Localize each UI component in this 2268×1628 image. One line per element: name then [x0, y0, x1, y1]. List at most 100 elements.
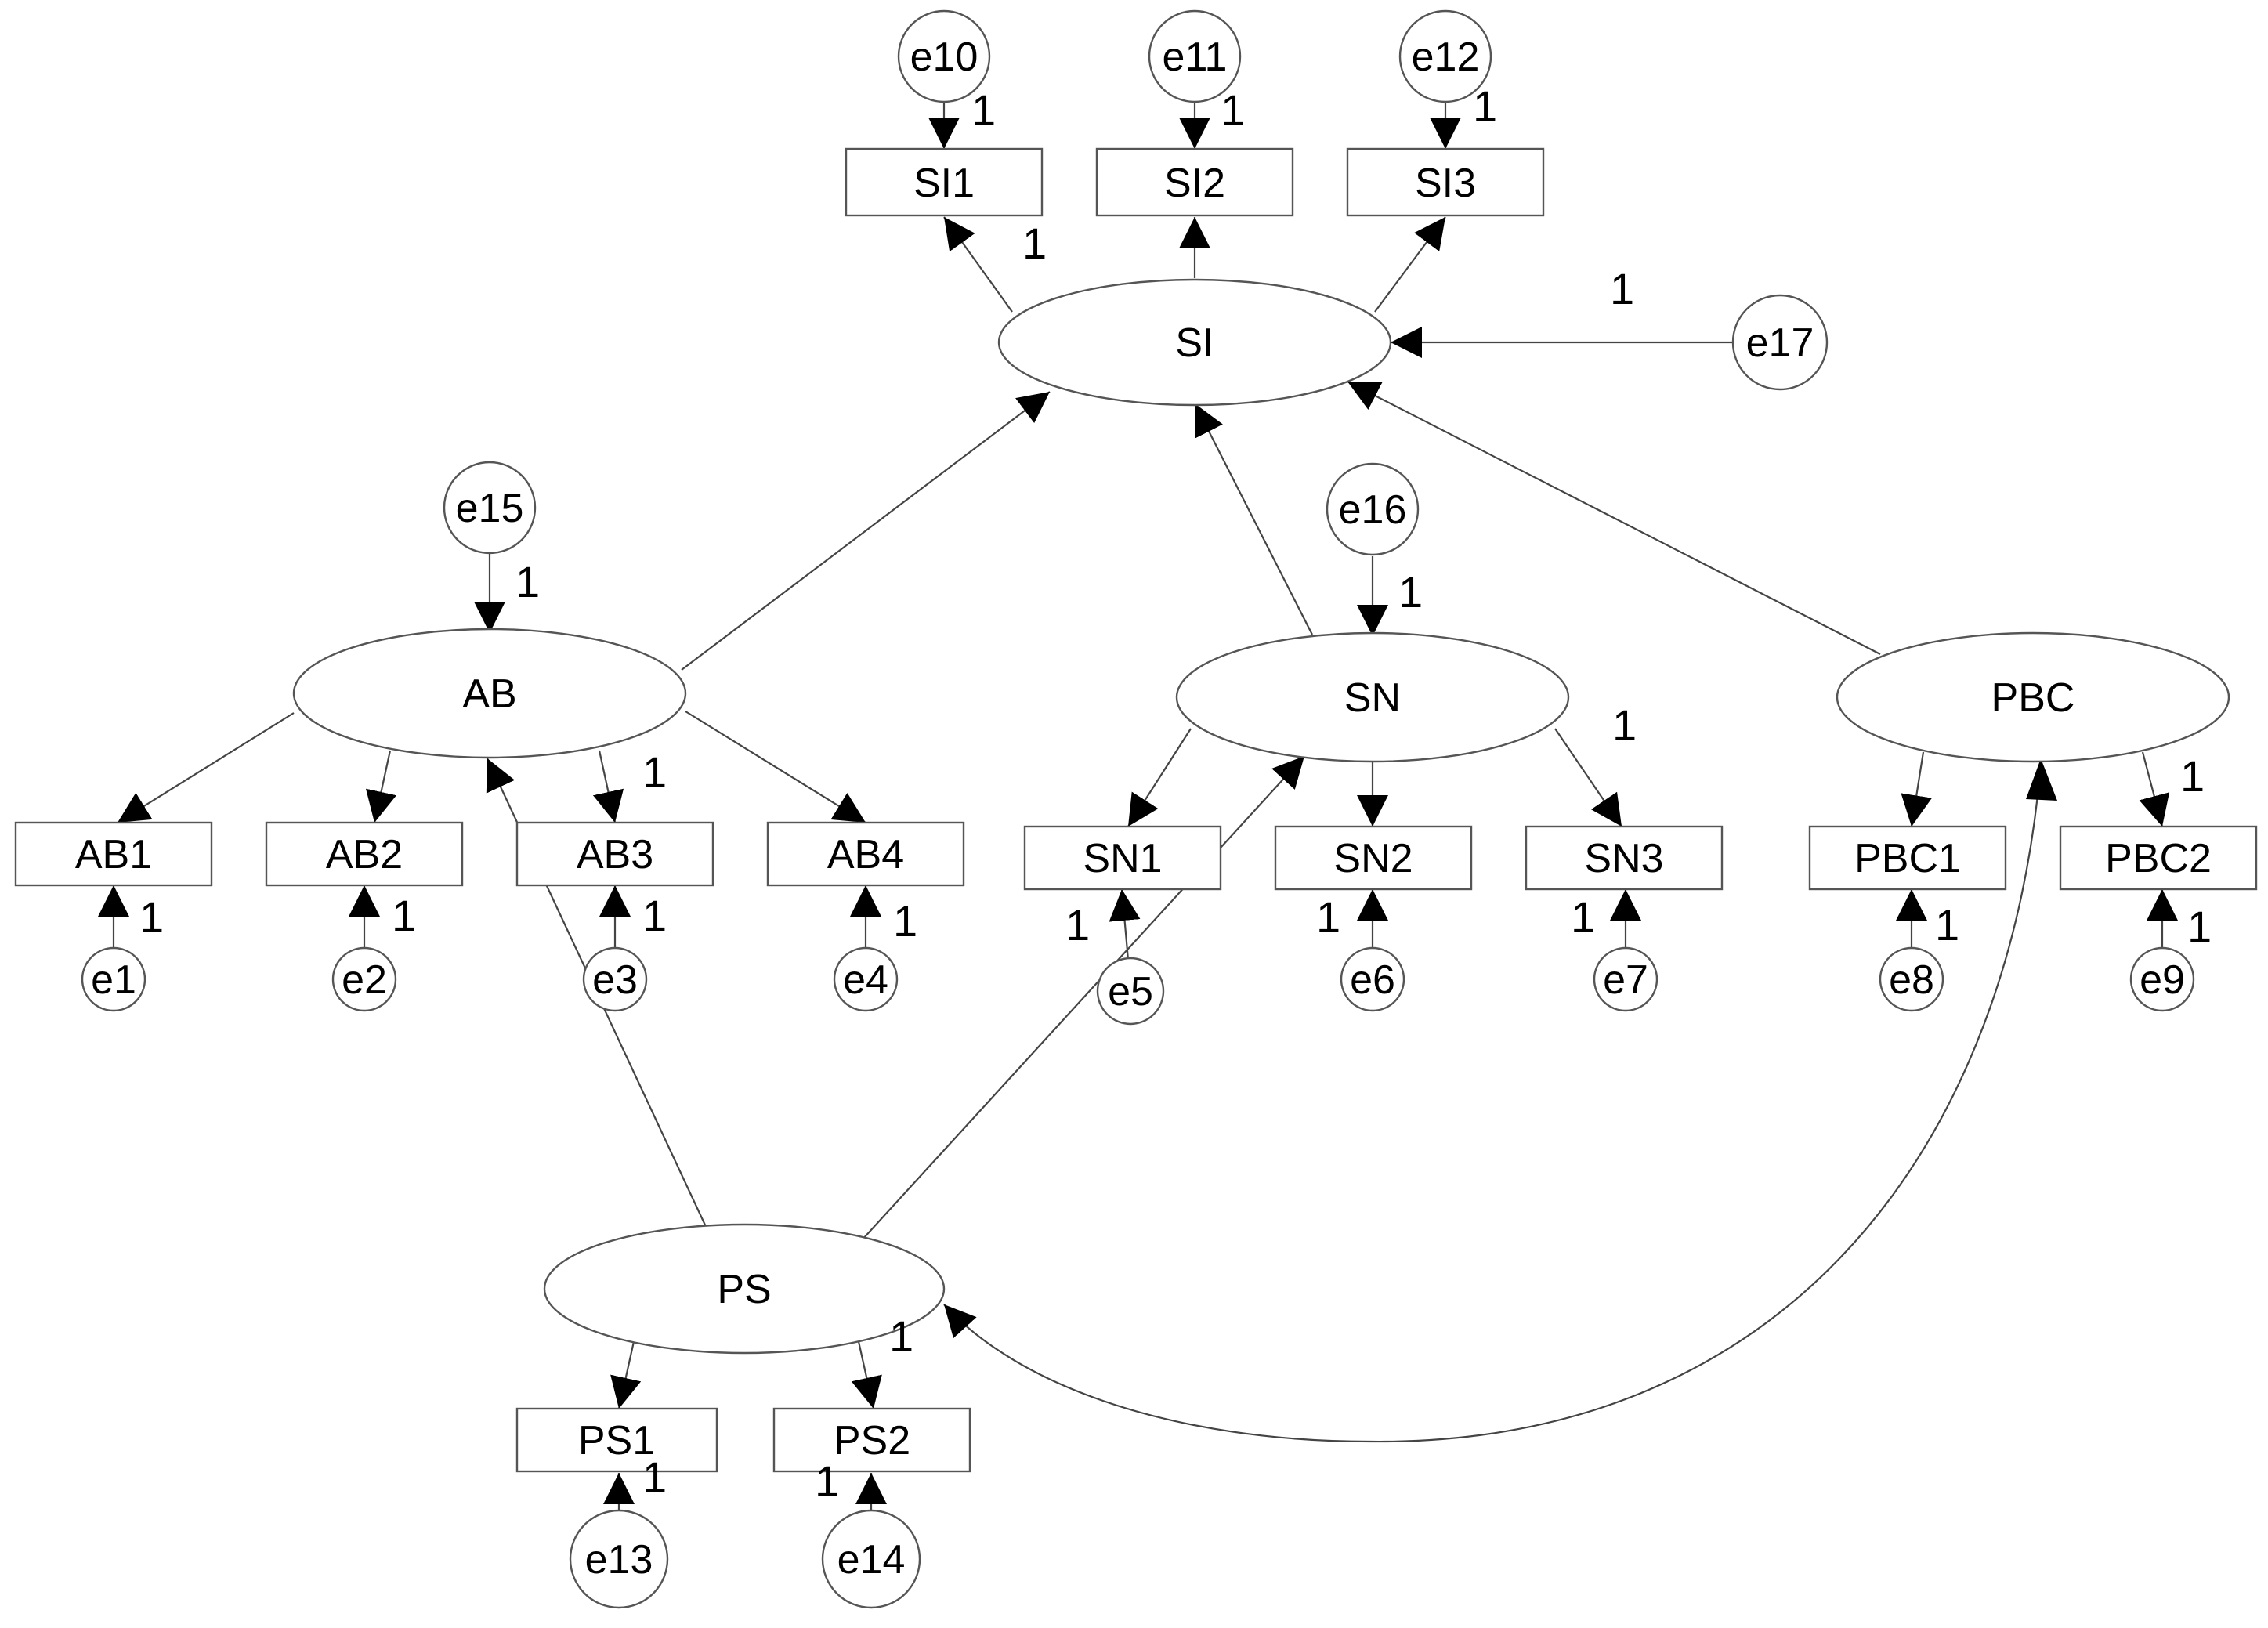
- loading-e15-ab: 1: [515, 557, 540, 606]
- error-e9[interactable]: e9: [2129, 946, 2195, 1012]
- error-e16[interactable]: e16: [1326, 462, 1420, 556]
- observed-si3[interactable]: SI3: [1346, 147, 1545, 217]
- error-e1[interactable]: e1: [81, 946, 146, 1012]
- error-e17[interactable]: e17: [1731, 294, 1829, 391]
- latent-si[interactable]: SI: [997, 278, 1392, 407]
- error-e4[interactable]: e4: [833, 946, 899, 1012]
- error-e7-label: e7: [1603, 957, 1648, 1003]
- error-e10-label: e10: [910, 34, 978, 80]
- observed-sn2[interactable]: SN2: [1274, 825, 1473, 891]
- loading-e16-sn: 1: [1398, 567, 1423, 617]
- error-e17-label: e17: [1746, 320, 1814, 366]
- error-e7[interactable]: e7: [1593, 946, 1658, 1012]
- path-pbc-pbc2: [2139, 751, 2170, 827]
- observed-si1[interactable]: SI1: [845, 147, 1044, 217]
- covariance-pbc-arrowhead: [2026, 758, 2057, 801]
- error-e15-label: e15: [456, 486, 524, 531]
- loading-pbc-pbc2: 1: [2180, 751, 2205, 801]
- observed-ps2-label: PS2: [834, 1418, 910, 1463]
- latent-sn-label: SN: [1344, 675, 1401, 721]
- latent-pbc[interactable]: PBC: [1836, 631, 2230, 763]
- latent-ab[interactable]: AB: [292, 628, 687, 759]
- observed-ab4-label: AB4: [827, 832, 904, 877]
- path-ps-sn: [861, 755, 1305, 1241]
- observed-pbc2[interactable]: PBC2: [2059, 825, 2258, 891]
- observed-si2[interactable]: SI2: [1095, 147, 1294, 217]
- error-e3[interactable]: e3: [582, 946, 648, 1012]
- loading-e5-sn1: 1: [1065, 900, 1090, 950]
- error-e11[interactable]: e11: [1148, 9, 1242, 103]
- error-e5[interactable]: e5: [1096, 957, 1165, 1026]
- error-e10[interactable]: e10: [897, 9, 991, 103]
- error-e4-label: e4: [843, 957, 888, 1003]
- path-pbc-si: [1347, 381, 1881, 655]
- error-e2[interactable]: e2: [331, 946, 397, 1012]
- observed-ab1-label: AB1: [75, 832, 152, 877]
- observed-sn3[interactable]: SN3: [1525, 825, 1724, 891]
- observed-ab2[interactable]: AB2: [265, 821, 464, 887]
- path-sn-sn1: [1127, 728, 1192, 827]
- loading-e17-si: 1: [1610, 264, 1634, 313]
- error-e5-label: e5: [1108, 969, 1153, 1015]
- observed-sn1[interactable]: SN1: [1023, 825, 1222, 891]
- loading-e12-si3: 1: [1473, 81, 1497, 131]
- latent-variables: SI AB SN PBC PS: [292, 278, 2230, 1355]
- error-e12[interactable]: e12: [1398, 9, 1492, 103]
- error-e8-label: e8: [1889, 957, 1934, 1003]
- path-si-si3: [1374, 216, 1446, 313]
- error-e15[interactable]: e15: [443, 461, 537, 555]
- observed-pbc1-label: PBC1: [1854, 836, 1961, 881]
- loading-e2-ab2: 1: [392, 891, 416, 940]
- error-e1-label: e1: [91, 957, 136, 1003]
- observed-ab1[interactable]: AB1: [14, 821, 213, 887]
- error-e6[interactable]: e6: [1340, 946, 1405, 1012]
- error-e9-label: e9: [2140, 957, 2185, 1003]
- error-e14[interactable]: e14: [821, 1509, 921, 1609]
- observed-ab3[interactable]: AB3: [515, 821, 714, 887]
- observed-ps1[interactable]: PS1: [515, 1407, 718, 1473]
- error-e12-label: e12: [1412, 34, 1480, 80]
- loading-ps-ps2: 1: [889, 1311, 913, 1361]
- path-ab-ab3: [592, 750, 624, 823]
- observed-sn2-label: SN2: [1333, 836, 1413, 881]
- loading-e11-si2: 1: [1221, 85, 1245, 135]
- loading-e9-pbc2: 1: [2187, 902, 2212, 951]
- loading-e3-ab3: 1: [642, 891, 667, 940]
- observed-ps1-label: PS1: [578, 1418, 655, 1463]
- error-e13[interactable]: e13: [569, 1509, 669, 1609]
- observed-ab2-label: AB2: [326, 832, 403, 877]
- latent-sn[interactable]: SN: [1175, 631, 1570, 763]
- latent-ps-label: PS: [717, 1267, 771, 1312]
- error-e16-label: e16: [1339, 487, 1407, 533]
- covariance-pbc-ps: [943, 763, 2042, 1443]
- error-e2-label: e2: [342, 957, 387, 1003]
- loading-e8-pbc1: 1: [1935, 900, 1959, 950]
- loading-e1-ab1: 1: [139, 892, 164, 942]
- error-e13-label: e13: [585, 1537, 653, 1583]
- latent-ps[interactable]: PS: [543, 1223, 946, 1355]
- observed-pbc1[interactable]: PBC1: [1808, 825, 2007, 891]
- path-ab-ab1: [117, 712, 295, 823]
- loading-e6-sn2: 1: [1316, 892, 1340, 942]
- observed-ab4[interactable]: AB4: [766, 821, 965, 887]
- fixed-loading-labels: 1 1 1 1 1 1 1 1 1 1 1 1 1 1 1 1 1 1 1 1 …: [139, 81, 2212, 1506]
- loading-sn-sn3: 1: [1612, 700, 1637, 750]
- error-terms: e10 e11 e12 e17 e15 e16 e1 e2 e3 e4 e5 e…: [81, 9, 2195, 1609]
- path-ps-ps1: [610, 1337, 642, 1409]
- path-ab-ab2: [365, 750, 397, 823]
- observed-ps2[interactable]: PS2: [772, 1407, 971, 1473]
- error-e3-label: e3: [592, 957, 638, 1003]
- loading-e13-ps1: 1: [642, 1453, 667, 1502]
- path-si-si1: [943, 216, 1013, 313]
- observed-sn1-label: SN1: [1083, 836, 1162, 881]
- latent-ab-label: AB: [462, 671, 516, 717]
- error-e8[interactable]: e8: [1879, 946, 1944, 1012]
- error-e6-label: e6: [1350, 957, 1395, 1003]
- path-e5-sn1: [1109, 888, 1141, 961]
- loading-ab-ab3: 1: [642, 747, 667, 797]
- error-e11-label: e11: [1163, 34, 1228, 80]
- error-e14-label: e14: [837, 1537, 906, 1583]
- observed-si1-label: SI1: [913, 161, 975, 206]
